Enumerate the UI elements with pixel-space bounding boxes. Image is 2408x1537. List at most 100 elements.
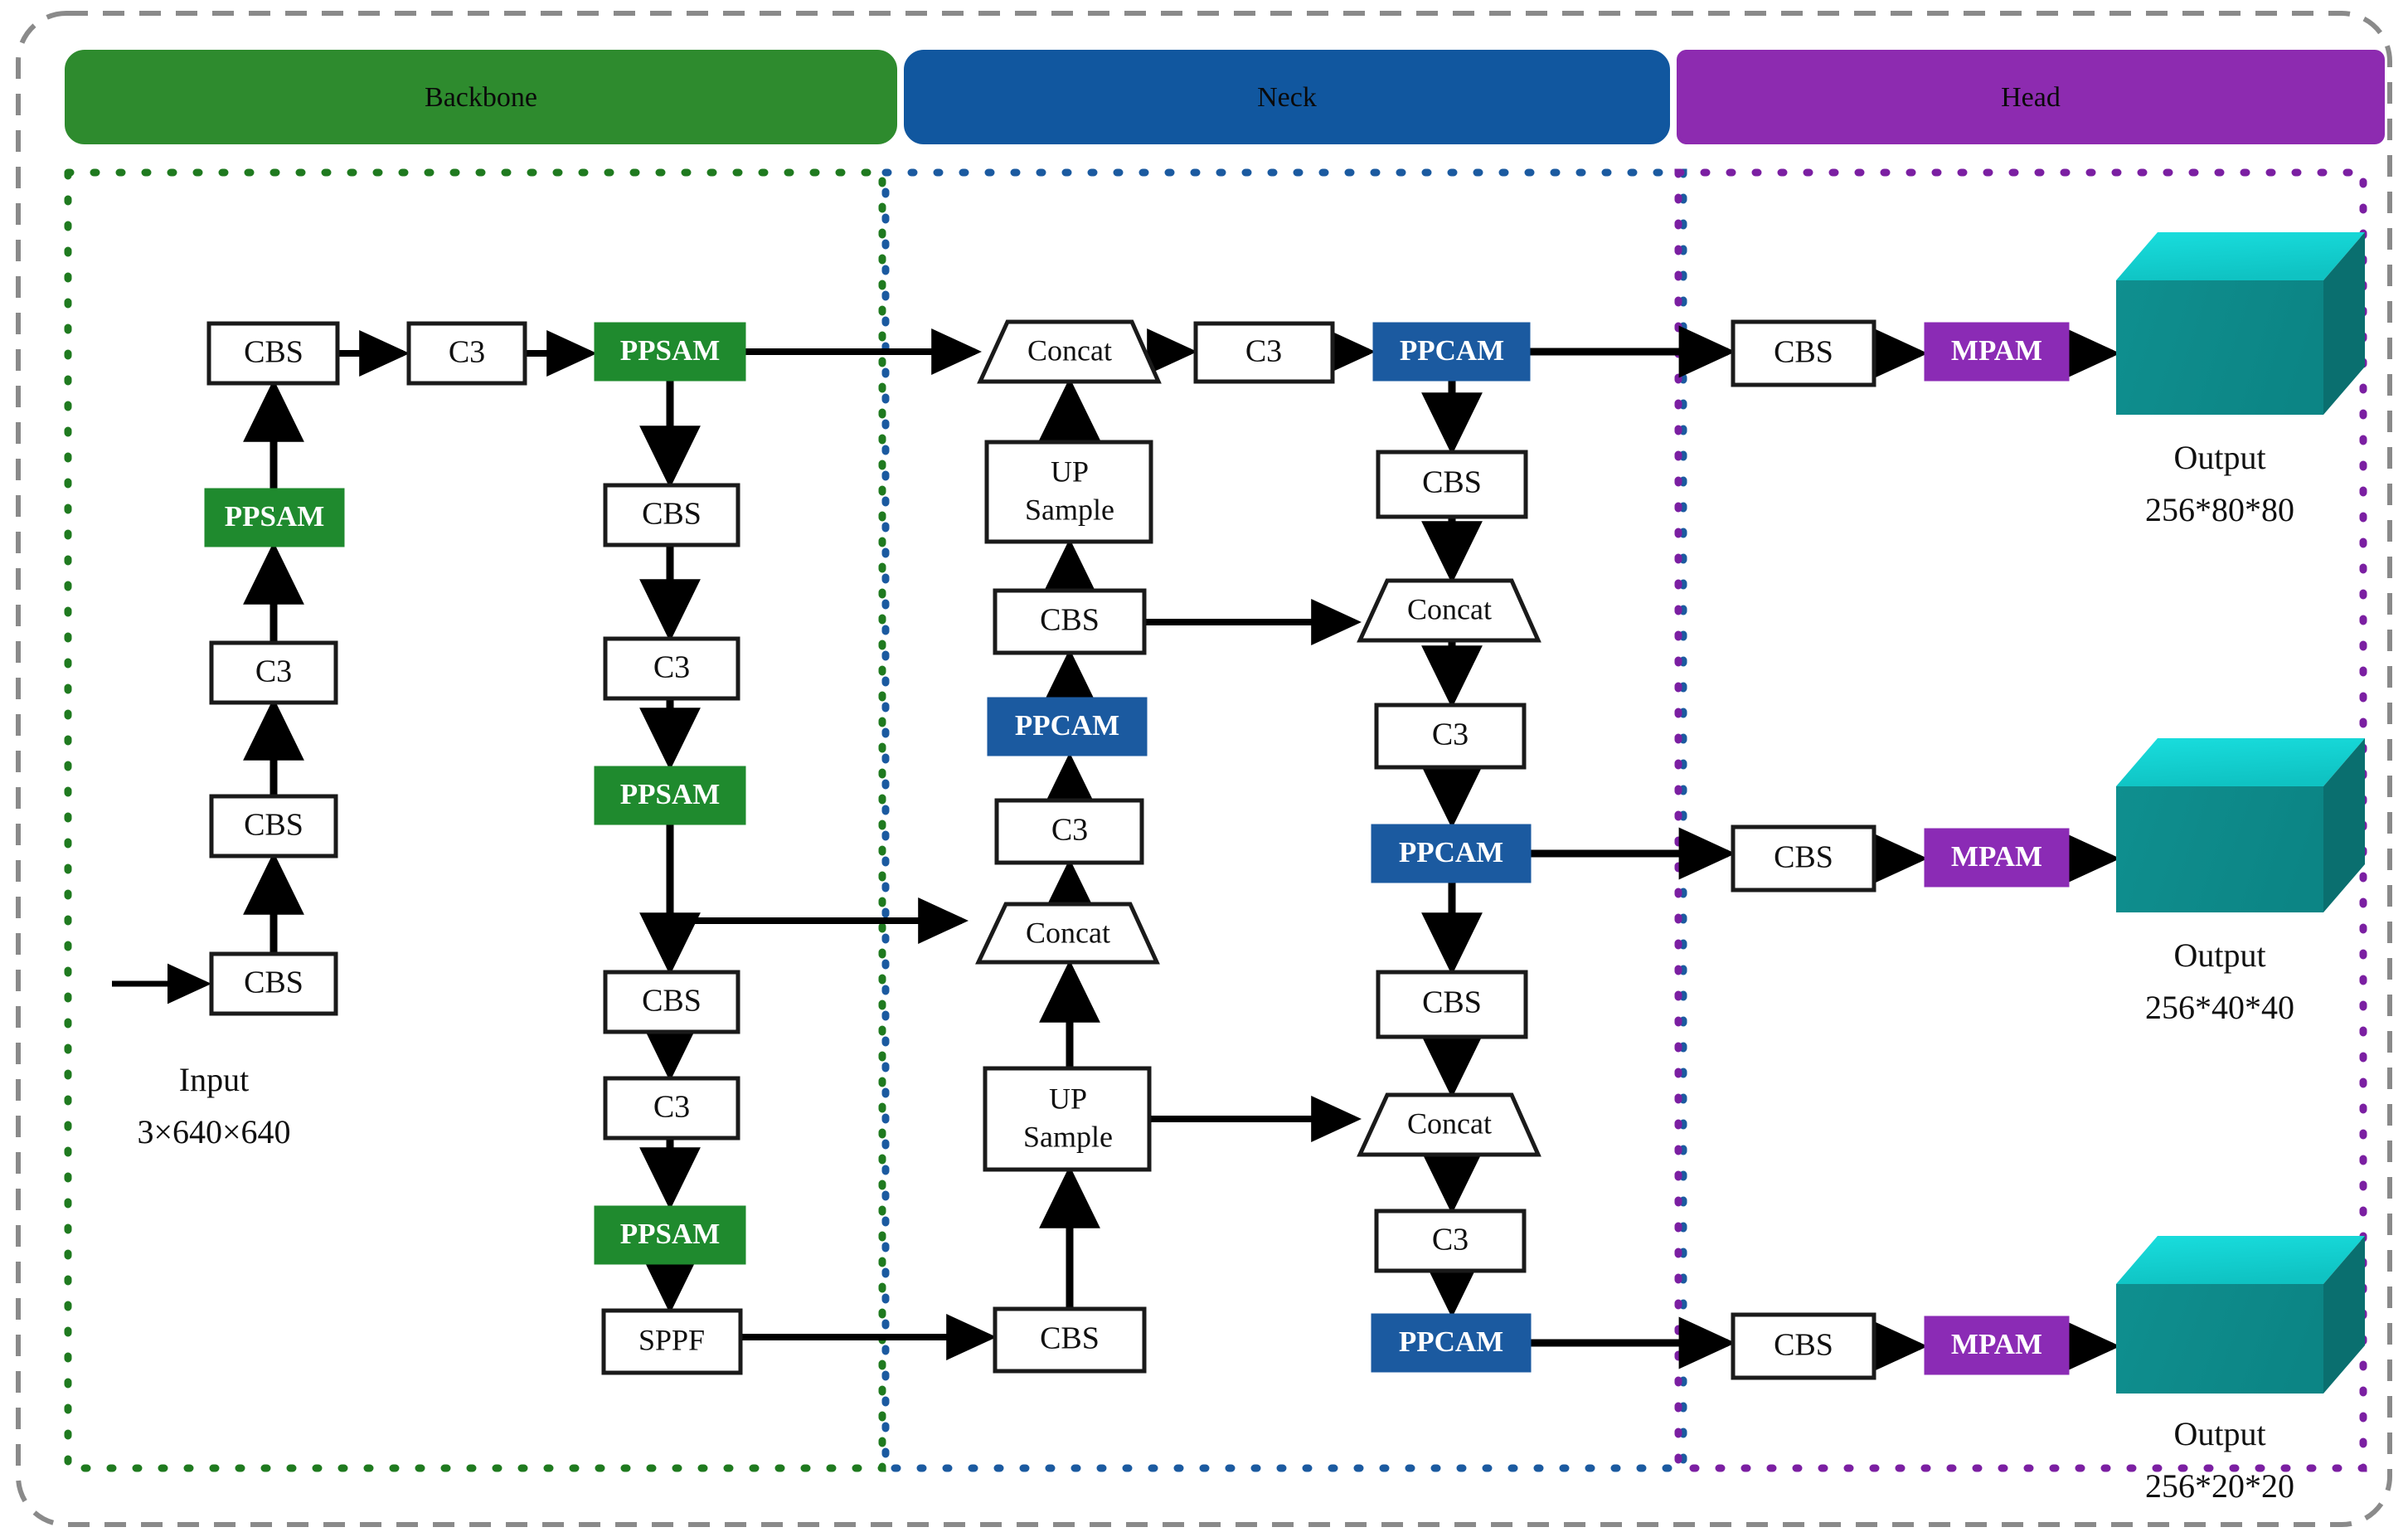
node-nk-upsample2[interactable]: UP Sample	[983, 1066, 1152, 1172]
section-header-neck: Neck	[904, 50, 1670, 144]
output-label-line2: 256*80*80	[2145, 491, 2294, 528]
input-label: Input 3×640×640	[137, 1061, 290, 1150]
node-bb-cbs5[interactable]: CBS	[603, 970, 740, 1034]
node-label: C3	[653, 1090, 690, 1125]
node-nk-cbs3[interactable]: CBS	[1376, 450, 1528, 519]
output-cube-2	[2116, 738, 2365, 912]
neck-region-border	[881, 168, 1687, 1472]
node-bb-sppf[interactable]: SPPF	[601, 1308, 743, 1375]
node-nk-ppcam3[interactable]: PPCAM	[1371, 824, 1532, 883]
node-label: CBS	[642, 497, 702, 532]
node-hd-cbs3[interactable]: CBS	[1731, 1312, 1876, 1380]
node-label: MPAM	[1951, 1328, 2042, 1360]
node-label: PPSAM	[620, 334, 721, 367]
node-label-line2: Sample	[1025, 493, 1114, 526]
node-nk-concat3[interactable]: Concat	[1357, 578, 1541, 643]
section-header-head: Head	[1677, 50, 2385, 144]
output-label-line2: 256*40*40	[2145, 989, 2294, 1026]
node-bb-c3-2[interactable]: C3	[406, 321, 527, 386]
node-label: PPCAM	[1399, 1325, 1503, 1358]
output-label-line1: Output	[2173, 1415, 2265, 1452]
node-label: MPAM	[1951, 840, 2042, 873]
node-label-line1: UP	[1051, 455, 1089, 488]
node-bb-c3-3[interactable]: C3	[603, 636, 740, 701]
node-bb-cbs4[interactable]: CBS	[603, 483, 740, 547]
node-nk-concat4[interactable]: Concat	[1357, 1092, 1541, 1157]
node-hd-mpam2[interactable]: MPAM	[1924, 828, 2070, 888]
output-label-line2: 256*20*20	[2145, 1467, 2294, 1505]
node-label: Concat	[1027, 333, 1112, 367]
node-label: CBS	[1774, 335, 1833, 370]
output-label-line1: Output	[2173, 439, 2265, 476]
output-label-1: Output 256*80*80	[2145, 439, 2294, 528]
node-hd-cbs1[interactable]: CBS	[1731, 319, 1876, 387]
output-cube-3	[2116, 1236, 2365, 1394]
node-label: CBS	[1422, 465, 1482, 500]
node-nk-cbs1[interactable]: CBS	[993, 588, 1147, 655]
node-nk-concat1[interactable]: Concat	[977, 319, 1162, 384]
node-label: CBS	[1774, 840, 1833, 875]
node-label: CBS	[244, 335, 303, 370]
backbone-header-label: Backbone	[425, 82, 537, 113]
node-nk-ppcam1[interactable]: PPCAM	[1372, 322, 1531, 382]
node-label: C3	[1432, 1223, 1469, 1257]
node-label: PPSAM	[620, 1218, 721, 1250]
node-hd-mpam1[interactable]: MPAM	[1924, 322, 2070, 382]
head-header-label: Head	[2001, 82, 2061, 113]
node-label: CBS	[1040, 603, 1100, 638]
node-label: PPCAM	[1400, 334, 1504, 367]
node-label: C3	[1245, 334, 1282, 369]
node-label: CBS	[244, 808, 303, 843]
node-label: MPAM	[1951, 334, 2042, 367]
node-label: CBS	[1422, 985, 1482, 1020]
node-bb-ppsam2[interactable]: PPSAM	[594, 322, 746, 382]
node-nk-c3-2[interactable]: C3	[994, 798, 1144, 865]
node-label: CBS	[1040, 1321, 1100, 1356]
backbone-region-border	[64, 168, 886, 1472]
node-bb-cbs2[interactable]: CBS	[209, 794, 338, 858]
node-bb-cbs3[interactable]: CBS	[206, 321, 340, 386]
head-region-border	[1674, 168, 2367, 1472]
node-bb-c3-4[interactable]: C3	[603, 1076, 740, 1141]
node-nk-upsample1[interactable]: UP Sample	[984, 440, 1153, 544]
node-bb-cbs1[interactable]: CBS	[209, 951, 338, 1016]
node-label-line1: UP	[1049, 1082, 1087, 1115]
node-nk-cbs4[interactable]: CBS	[1376, 970, 1528, 1039]
node-label: C3	[1432, 717, 1469, 752]
node-label: C3	[653, 650, 690, 685]
input-label-line1: Input	[179, 1061, 249, 1098]
output-cube-1	[2116, 232, 2365, 415]
neck-header-label: Neck	[1257, 82, 1317, 113]
node-nk-cbs2[interactable]: CBS	[993, 1306, 1147, 1374]
node-label: Concat	[1407, 1107, 1492, 1140]
node-nk-c3-1[interactable]: C3	[1193, 321, 1335, 384]
node-label: C3	[255, 654, 292, 689]
node-nk-c3-3[interactable]: C3	[1374, 703, 1527, 770]
node-label: PPCAM	[1399, 836, 1503, 868]
output-label-line1: Output	[2173, 936, 2265, 974]
node-bb-ppsam1[interactable]: PPSAM	[204, 488, 345, 547]
input-label-line2: 3×640×640	[137, 1113, 290, 1150]
node-label: Concat	[1026, 916, 1110, 949]
node-label: C3	[449, 335, 485, 370]
node-bb-ppsam3[interactable]: PPSAM	[594, 766, 746, 825]
node-label: Concat	[1407, 592, 1492, 625]
node-label: PPSAM	[620, 778, 721, 810]
node-nk-c3-4[interactable]: C3	[1374, 1209, 1527, 1273]
node-label: PPSAM	[225, 500, 325, 533]
node-nk-ppcam2[interactable]: PPCAM	[987, 697, 1148, 756]
section-header-backbone: Backbone	[65, 50, 897, 144]
node-bb-c3-1[interactable]: C3	[209, 640, 338, 705]
connection-lines	[112, 325, 2121, 1373]
node-label: SPPF	[638, 1323, 705, 1356]
node-label: PPCAM	[1015, 709, 1119, 742]
node-label: CBS	[1774, 1328, 1833, 1363]
node-nk-ppcam4[interactable]: PPCAM	[1371, 1313, 1532, 1373]
node-nk-concat2[interactable]: Concat	[975, 902, 1160, 965]
node-bb-ppsam4[interactable]: PPSAM	[594, 1205, 746, 1265]
node-hd-mpam3[interactable]: MPAM	[1924, 1316, 2070, 1375]
node-hd-cbs2[interactable]: CBS	[1731, 824, 1876, 893]
output-label-3: Output 256*20*20	[2145, 1415, 2294, 1505]
node-label: C3	[1051, 813, 1088, 848]
